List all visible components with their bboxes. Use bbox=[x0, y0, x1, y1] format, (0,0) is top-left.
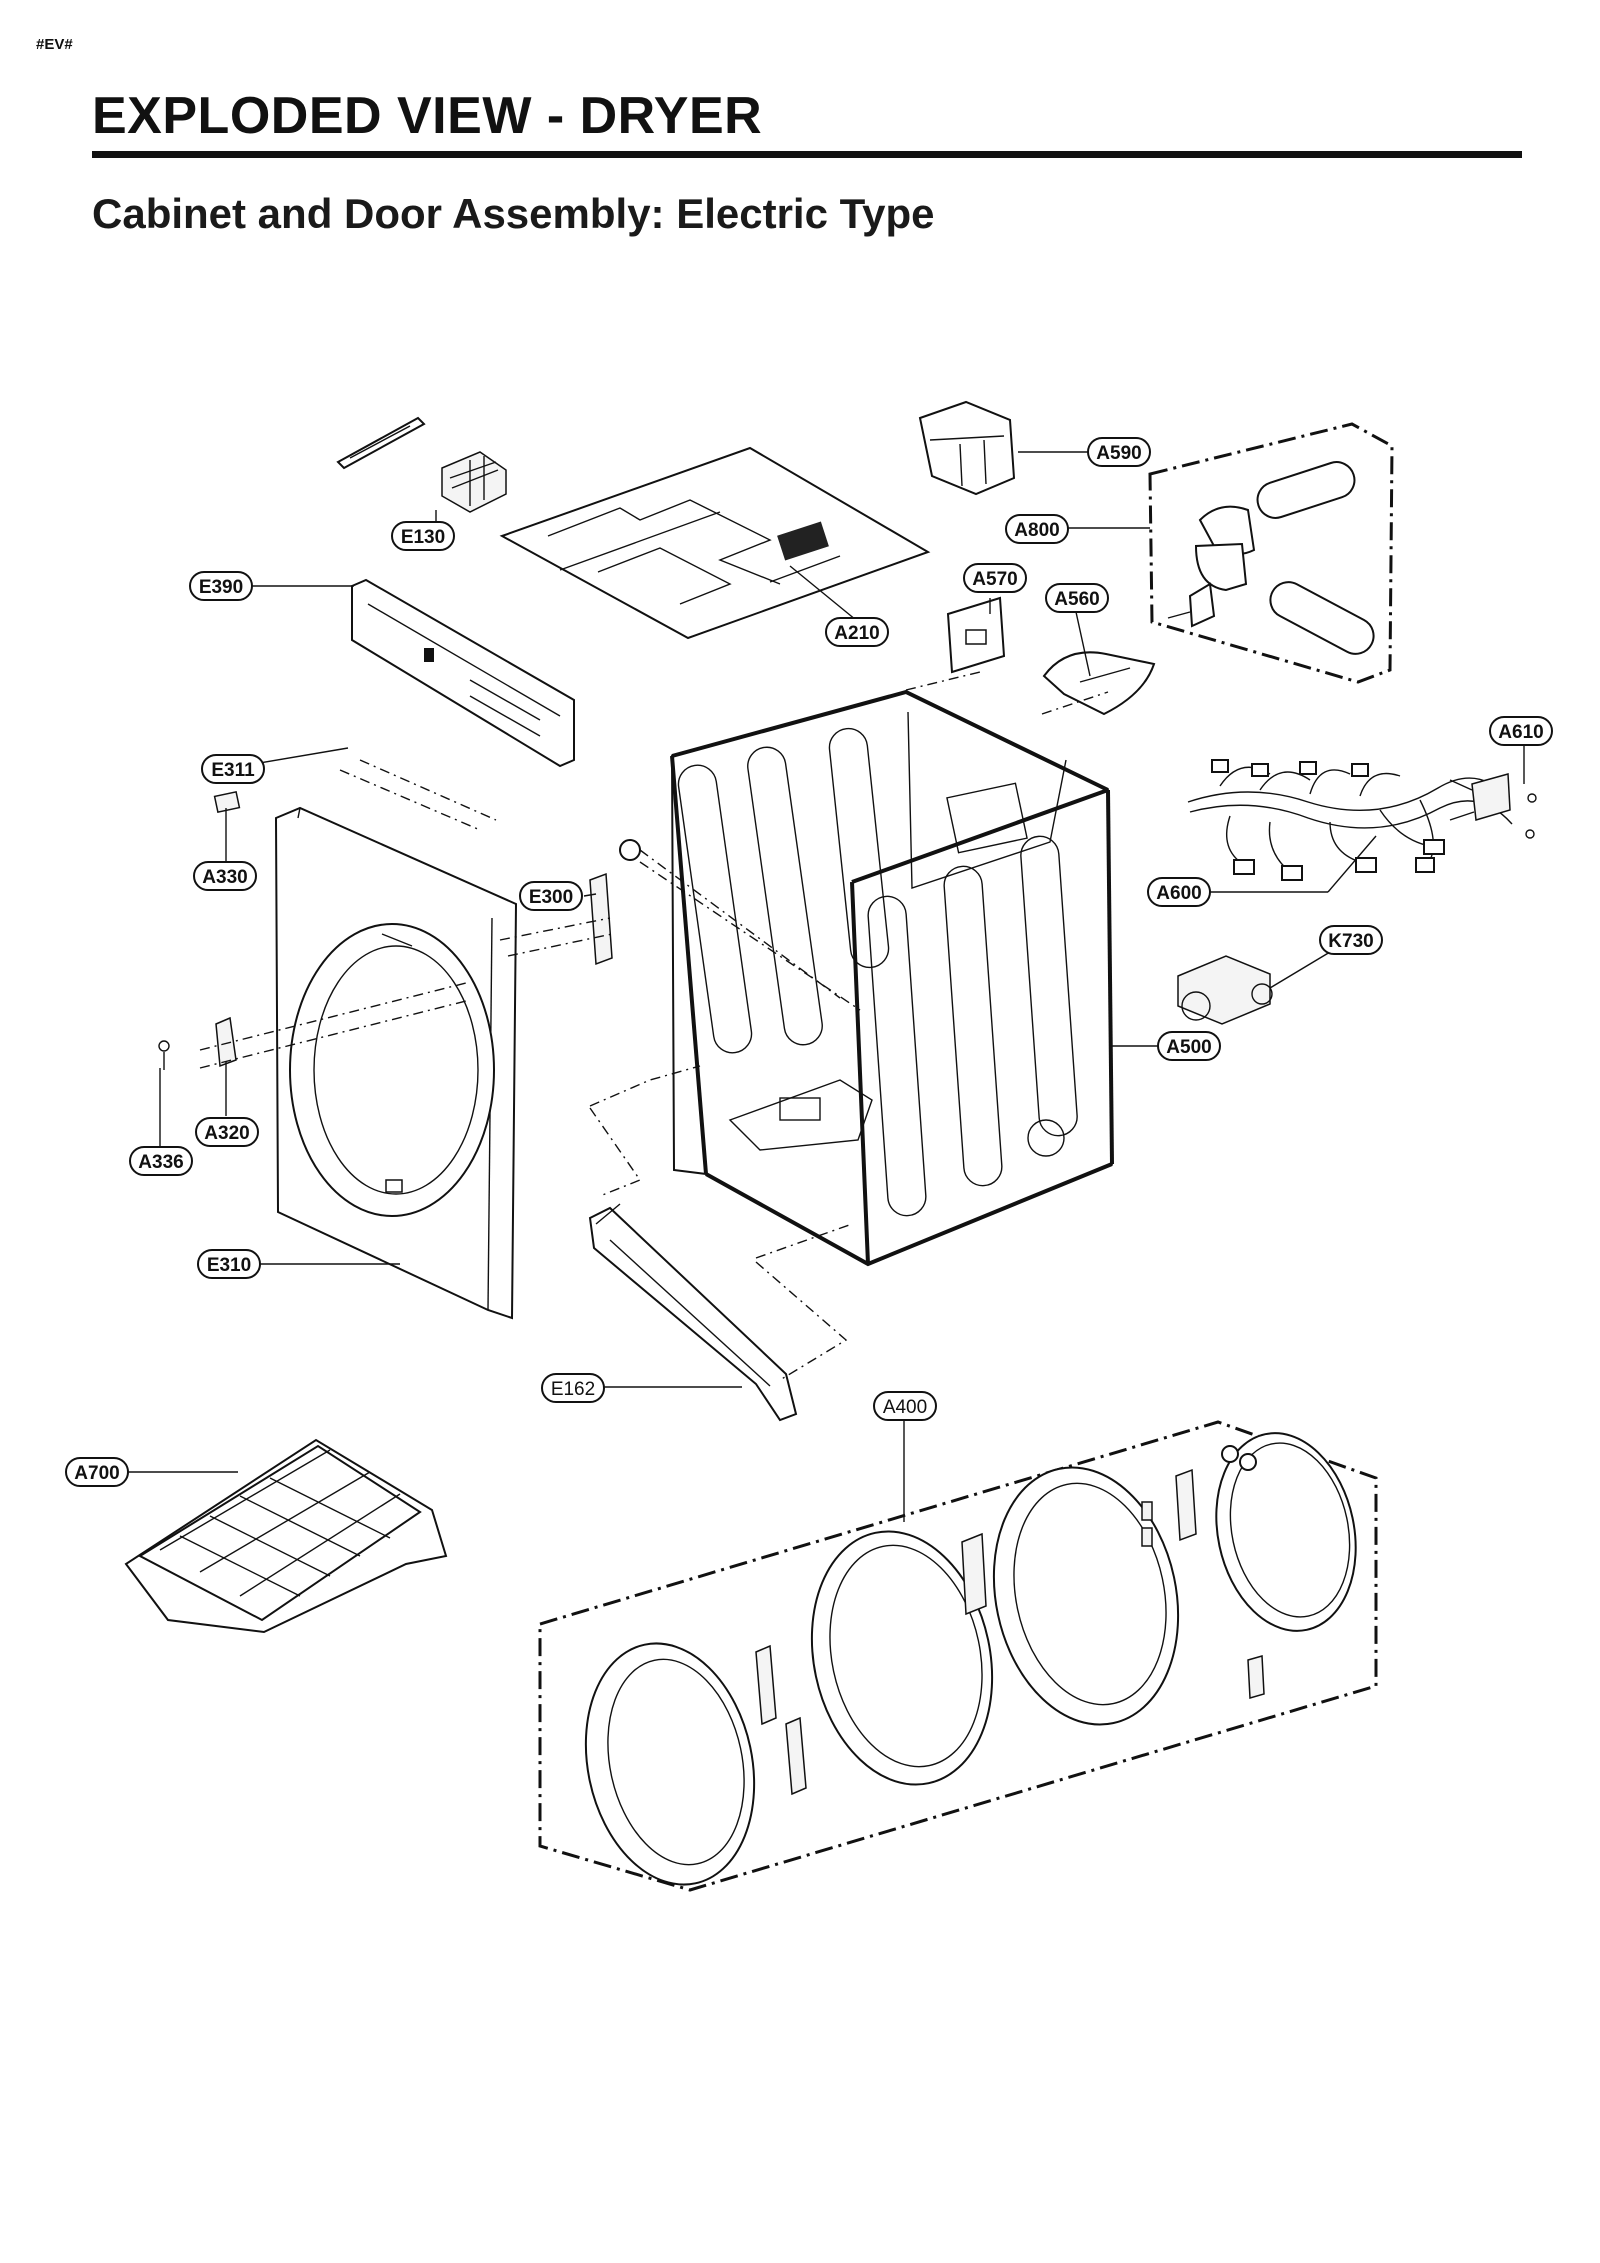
a400-door-outer-ring bbox=[584, 1642, 756, 1886]
callout-e311: E311 bbox=[201, 754, 265, 784]
title-rule bbox=[92, 151, 1522, 158]
a800-duct-group bbox=[1148, 422, 1394, 684]
a400-door-glass-ring bbox=[810, 1530, 994, 1786]
callout-k730: K730 bbox=[1319, 925, 1383, 955]
callout-a570-label: A570 bbox=[972, 569, 1017, 590]
a500-cabinet bbox=[670, 689, 1114, 1267]
callout-k730-label: K730 bbox=[1328, 931, 1373, 952]
e130-part bbox=[441, 451, 507, 513]
e162-front-support bbox=[588, 1203, 798, 1422]
callout-a560: A560 bbox=[1045, 583, 1109, 613]
callout-a700: A700 bbox=[65, 1457, 129, 1487]
a336-screw bbox=[158, 1040, 170, 1070]
callout-a336: A336 bbox=[129, 1146, 193, 1176]
callout-a210: A210 bbox=[825, 617, 889, 647]
callout-e310: E310 bbox=[197, 1249, 261, 1279]
e311-part bbox=[339, 759, 497, 831]
callout-e390: E390 bbox=[189, 571, 253, 601]
callout-a600-label: A600 bbox=[1156, 883, 1201, 904]
a610-part bbox=[1449, 773, 1537, 839]
a400-door-group-box bbox=[538, 1420, 1378, 1892]
callout-a320-label: A320 bbox=[204, 1123, 249, 1144]
page-subtitle: Cabinet and Door Assembly: Electric Type bbox=[92, 190, 935, 237]
callout-e390-label: E390 bbox=[199, 577, 243, 598]
a560-part bbox=[1042, 651, 1156, 716]
top-bracket-part bbox=[336, 416, 426, 470]
callout-a330-label: A330 bbox=[202, 867, 247, 888]
callout-a570: A570 bbox=[963, 563, 1027, 593]
callout-a400-label: A400 bbox=[883, 1397, 927, 1418]
a210-top-plate bbox=[499, 446, 931, 640]
callout-a590-label: A590 bbox=[1096, 443, 1141, 464]
callout-a400: A400 bbox=[873, 1391, 937, 1421]
a570-part bbox=[946, 596, 1006, 674]
callout-a590: A590 bbox=[1087, 437, 1151, 467]
e310-front-panel bbox=[274, 806, 518, 1320]
page-title: EXPLODED VIEW - DRYER bbox=[92, 87, 763, 145]
a330-part bbox=[213, 790, 241, 814]
callout-e162: E162 bbox=[541, 1373, 605, 1403]
a400-door-inner-frame bbox=[992, 1466, 1180, 1726]
callout-e162-label: E162 bbox=[551, 1379, 595, 1400]
a590-part bbox=[918, 400, 1016, 496]
callout-e300-label: E300 bbox=[529, 887, 573, 908]
e300-part bbox=[499, 839, 861, 1011]
callout-a330: A330 bbox=[193, 861, 257, 891]
a700-rack bbox=[124, 1438, 448, 1634]
callout-a320: A320 bbox=[195, 1117, 259, 1147]
a320-part bbox=[199, 981, 471, 1069]
leader-lines bbox=[126, 451, 1525, 1522]
k730-part bbox=[1177, 955, 1273, 1025]
callout-a500: A500 bbox=[1157, 1031, 1221, 1061]
a600-wire-harness bbox=[1187, 759, 1513, 881]
callout-a336-label: A336 bbox=[138, 1152, 183, 1173]
callout-a610: A610 bbox=[1489, 716, 1553, 746]
callout-a560-label: A560 bbox=[1054, 589, 1099, 610]
callout-e300: E300 bbox=[519, 881, 583, 911]
callout-a800: A800 bbox=[1005, 514, 1069, 544]
callout-a210-label: A210 bbox=[834, 623, 879, 644]
document-tag: #EV# bbox=[36, 36, 73, 53]
callout-a600: A600 bbox=[1147, 877, 1211, 907]
a400-hinge-plates bbox=[755, 1445, 1265, 1796]
callout-a800-label: A800 bbox=[1014, 520, 1059, 541]
callout-a500-label: A500 bbox=[1166, 1037, 1211, 1058]
callout-e130: E130 bbox=[391, 521, 455, 551]
callout-e310-label: E310 bbox=[207, 1255, 251, 1276]
callout-e311-label: E311 bbox=[211, 760, 255, 781]
e390-part bbox=[351, 578, 575, 768]
callout-e130-label: E130 bbox=[401, 527, 445, 548]
callout-a610-label: A610 bbox=[1498, 722, 1543, 743]
callout-a700-label: A700 bbox=[74, 1463, 119, 1484]
a400-door-gasket bbox=[1215, 1432, 1357, 1632]
